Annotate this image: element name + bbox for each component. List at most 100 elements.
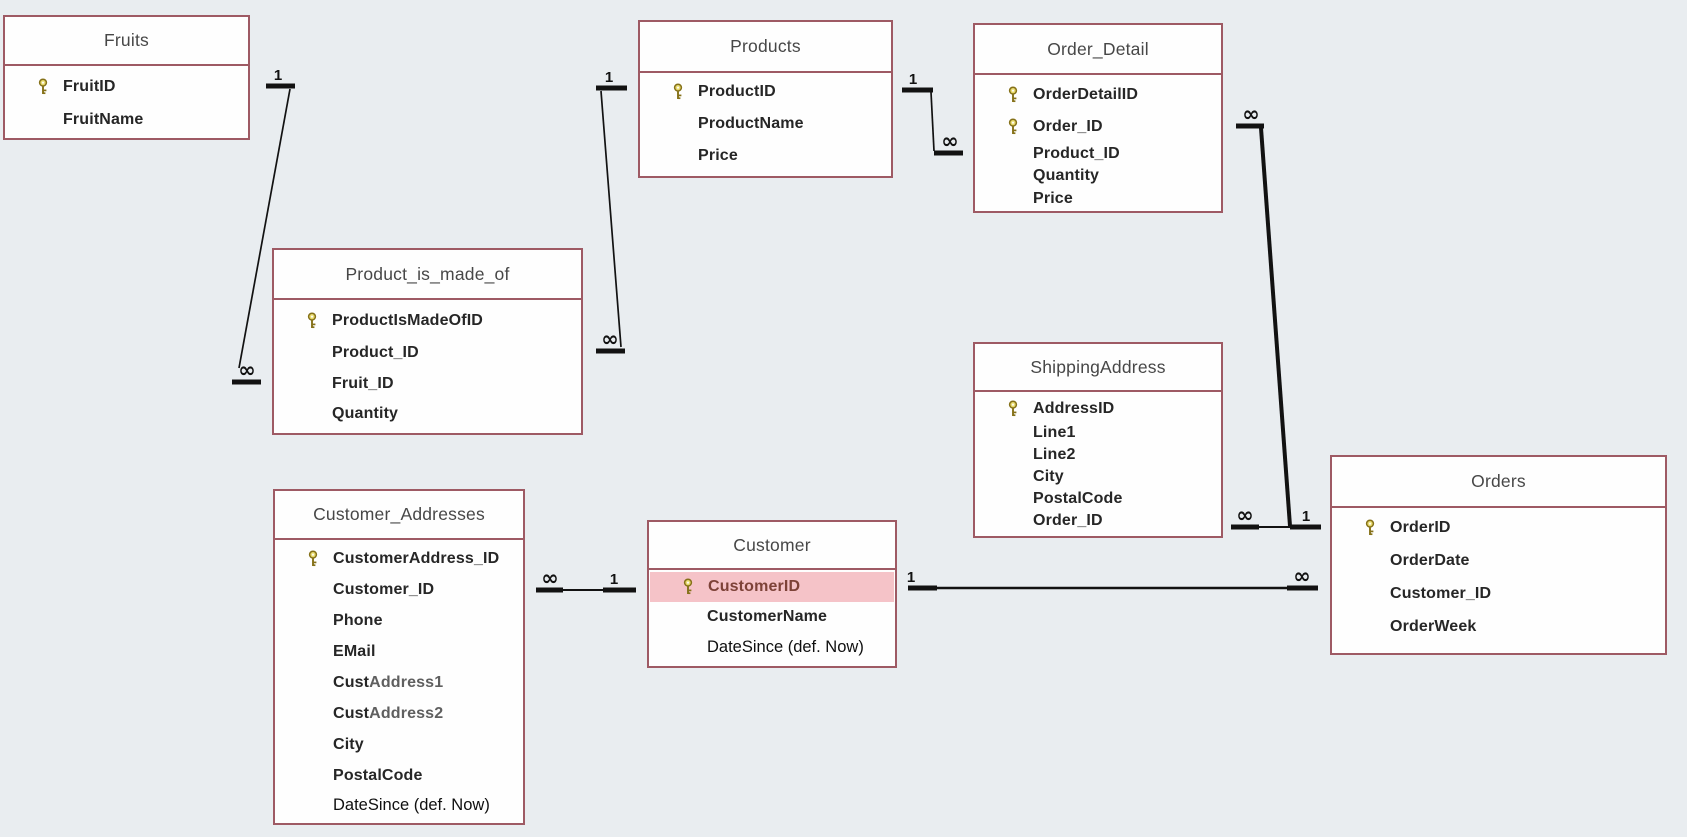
field-label: ProductIsMadeOfID [332,311,484,329]
table-header-customer[interactable]: Customer [649,522,895,570]
cardinality-label: ∞ [1236,503,1254,527]
field-row-email[interactable]: EMail [275,636,523,667]
table-title: Fruits [104,30,149,50]
table-fruits[interactable]: Fruits FruitID FruitName [3,15,250,140]
field-row-order-id[interactable]: Order_ID [975,510,1221,532]
field-row-city[interactable]: City [275,729,523,760]
field-row-orderweek[interactable]: OrderWeek [1332,610,1665,643]
field-row-postalcode[interactable]: PostalCode [975,488,1221,510]
field-label-suffix: Address1 [369,673,444,691]
field-label: DateSince (def. Now) [707,637,864,656]
field-row-customer-id[interactable]: Customer_ID [1332,577,1665,610]
field-label: Phone [333,611,383,629]
field-row-line2[interactable]: Line2 [975,444,1221,466]
table-header-order_detail[interactable]: Order_Detail [975,25,1221,75]
cardinality-label: ∞ [1242,102,1260,126]
primary-key-icon [683,578,693,595]
field-row-product-id[interactable]: Product_ID [274,337,581,369]
table-header-fruits[interactable]: Fruits [5,17,248,66]
cardinality-label: ∞ [541,566,559,590]
table-title: ShippingAddress [1030,356,1166,377]
field-row-city[interactable]: City [975,466,1221,488]
field-row-postalcode[interactable]: PostalCode [275,760,523,791]
field-row-phone[interactable]: Phone [275,605,523,636]
field-row-orderdate[interactable]: OrderDate [1332,544,1665,577]
field-row-productismadeofid[interactable]: ProductIsMadeOfID [274,304,581,337]
field-label: DateSince (def. Now) [333,796,490,814]
table-product_is_made_of[interactable]: Product_is_made_of ProductIsMadeOfID Prod… [272,248,583,435]
field-label: PostalCode [1033,490,1123,507]
field-label: Price [1033,190,1073,207]
field-label: Cust [333,704,370,722]
table-title: Order_Detail [1047,38,1149,59]
field-row-quantity[interactable]: Quantity [274,399,581,429]
field-row-datesince-def-now-[interactable]: DateSince (def. Now) [275,791,523,820]
cardinality-label: 1 [605,69,613,86]
table-header-shipping_address[interactable]: ShippingAddress [975,344,1221,392]
field-list: FruitID FruitName [5,66,248,136]
field-label: ProductID [698,83,776,100]
cardinality-label: ∞ [1293,564,1311,588]
field-label: Order_ID [1033,117,1103,135]
field-row-cust-address2[interactable]: Cust Address2 [275,698,523,729]
table-customer_addresses[interactable]: Customer_Addresses CustomerAddress_ID Cus… [273,489,525,825]
field-label: Quantity [332,405,399,422]
table-header-products[interactable]: Products [640,22,891,73]
field-row-orderid[interactable]: OrderID [1332,511,1665,544]
field-label: AddressID [1033,400,1115,417]
field-label: Cust [333,673,370,691]
field-row-orderdetailid[interactable]: OrderDetailID [975,78,1221,111]
field-row-order-id[interactable]: Order_ID [975,111,1221,142]
field-label: City [1033,468,1064,485]
cardinality-label: ∞ [601,327,619,351]
field-row-customername[interactable]: CustomerName [649,602,895,632]
field-label: EMail [333,642,376,660]
relationship-line-products-product_is_made_of[interactable]: 1∞ [596,69,627,354]
field-row-fruit-id[interactable]: Fruit_ID [274,369,581,399]
field-row-productname[interactable]: ProductName [640,108,891,140]
field-label: PostalCode [333,766,423,784]
field-label: OrderWeek [1390,617,1477,635]
relationship-line-order_detail-orders[interactable]: ∞1 [1236,102,1321,530]
field-row-datesince-def-now-[interactable]: DateSince (def. Now) [649,632,895,662]
field-row-customerid[interactable]: CustomerID [650,572,894,602]
field-label: Line2 [1033,446,1076,463]
field-row-line1[interactable]: Line1 [975,422,1221,444]
field-label: FruitName [63,110,144,128]
cardinality-label: ∞ [941,129,959,153]
field-row-product-id[interactable]: Product_ID [975,142,1221,165]
field-label: OrderDetailID [1033,85,1139,103]
field-row-addressid[interactable]: AddressID [975,396,1221,422]
relationship-line-customer_addresses-customer[interactable]: ∞1 [536,566,636,593]
table-header-orders[interactable]: Orders [1332,457,1665,508]
field-row-cust-address1[interactable]: Cust Address1 [275,667,523,698]
relationship-line-products-order_detail[interactable]: 1∞ [902,71,963,156]
primary-key-icon [38,77,48,94]
primary-key-icon [1008,85,1018,102]
primary-key-icon [1008,117,1018,134]
field-row-price[interactable]: Price [640,140,891,172]
field-row-quantity[interactable]: Quantity [975,165,1221,187]
field-row-fruitid[interactable]: FruitID [5,70,248,103]
field-row-fruitname[interactable]: FruitName [5,103,248,136]
relationship-line-shipping_address-orders[interactable]: ∞ [1231,503,1292,530]
relationship-line-customer-orders[interactable]: 1∞ [907,564,1318,591]
field-row-customer-id[interactable]: Customer_ID [275,574,523,605]
field-label: FruitID [63,77,116,95]
cardinality-label: 1 [610,571,618,588]
field-row-price[interactable]: Price [975,187,1221,211]
table-header-product_is_made_of[interactable]: Product_is_made_of [274,250,581,300]
table-order_detail[interactable]: Order_Detail OrderDetailID Order_ID Produ… [973,23,1223,213]
field-row-customeraddress-id[interactable]: CustomerAddress_ID [275,543,523,574]
table-title: Products [730,36,801,56]
table-header-customer_addresses[interactable]: Customer_Addresses [275,491,523,540]
field-label: Customer_ID [333,580,435,598]
field-row-productid[interactable]: ProductID [640,76,891,108]
